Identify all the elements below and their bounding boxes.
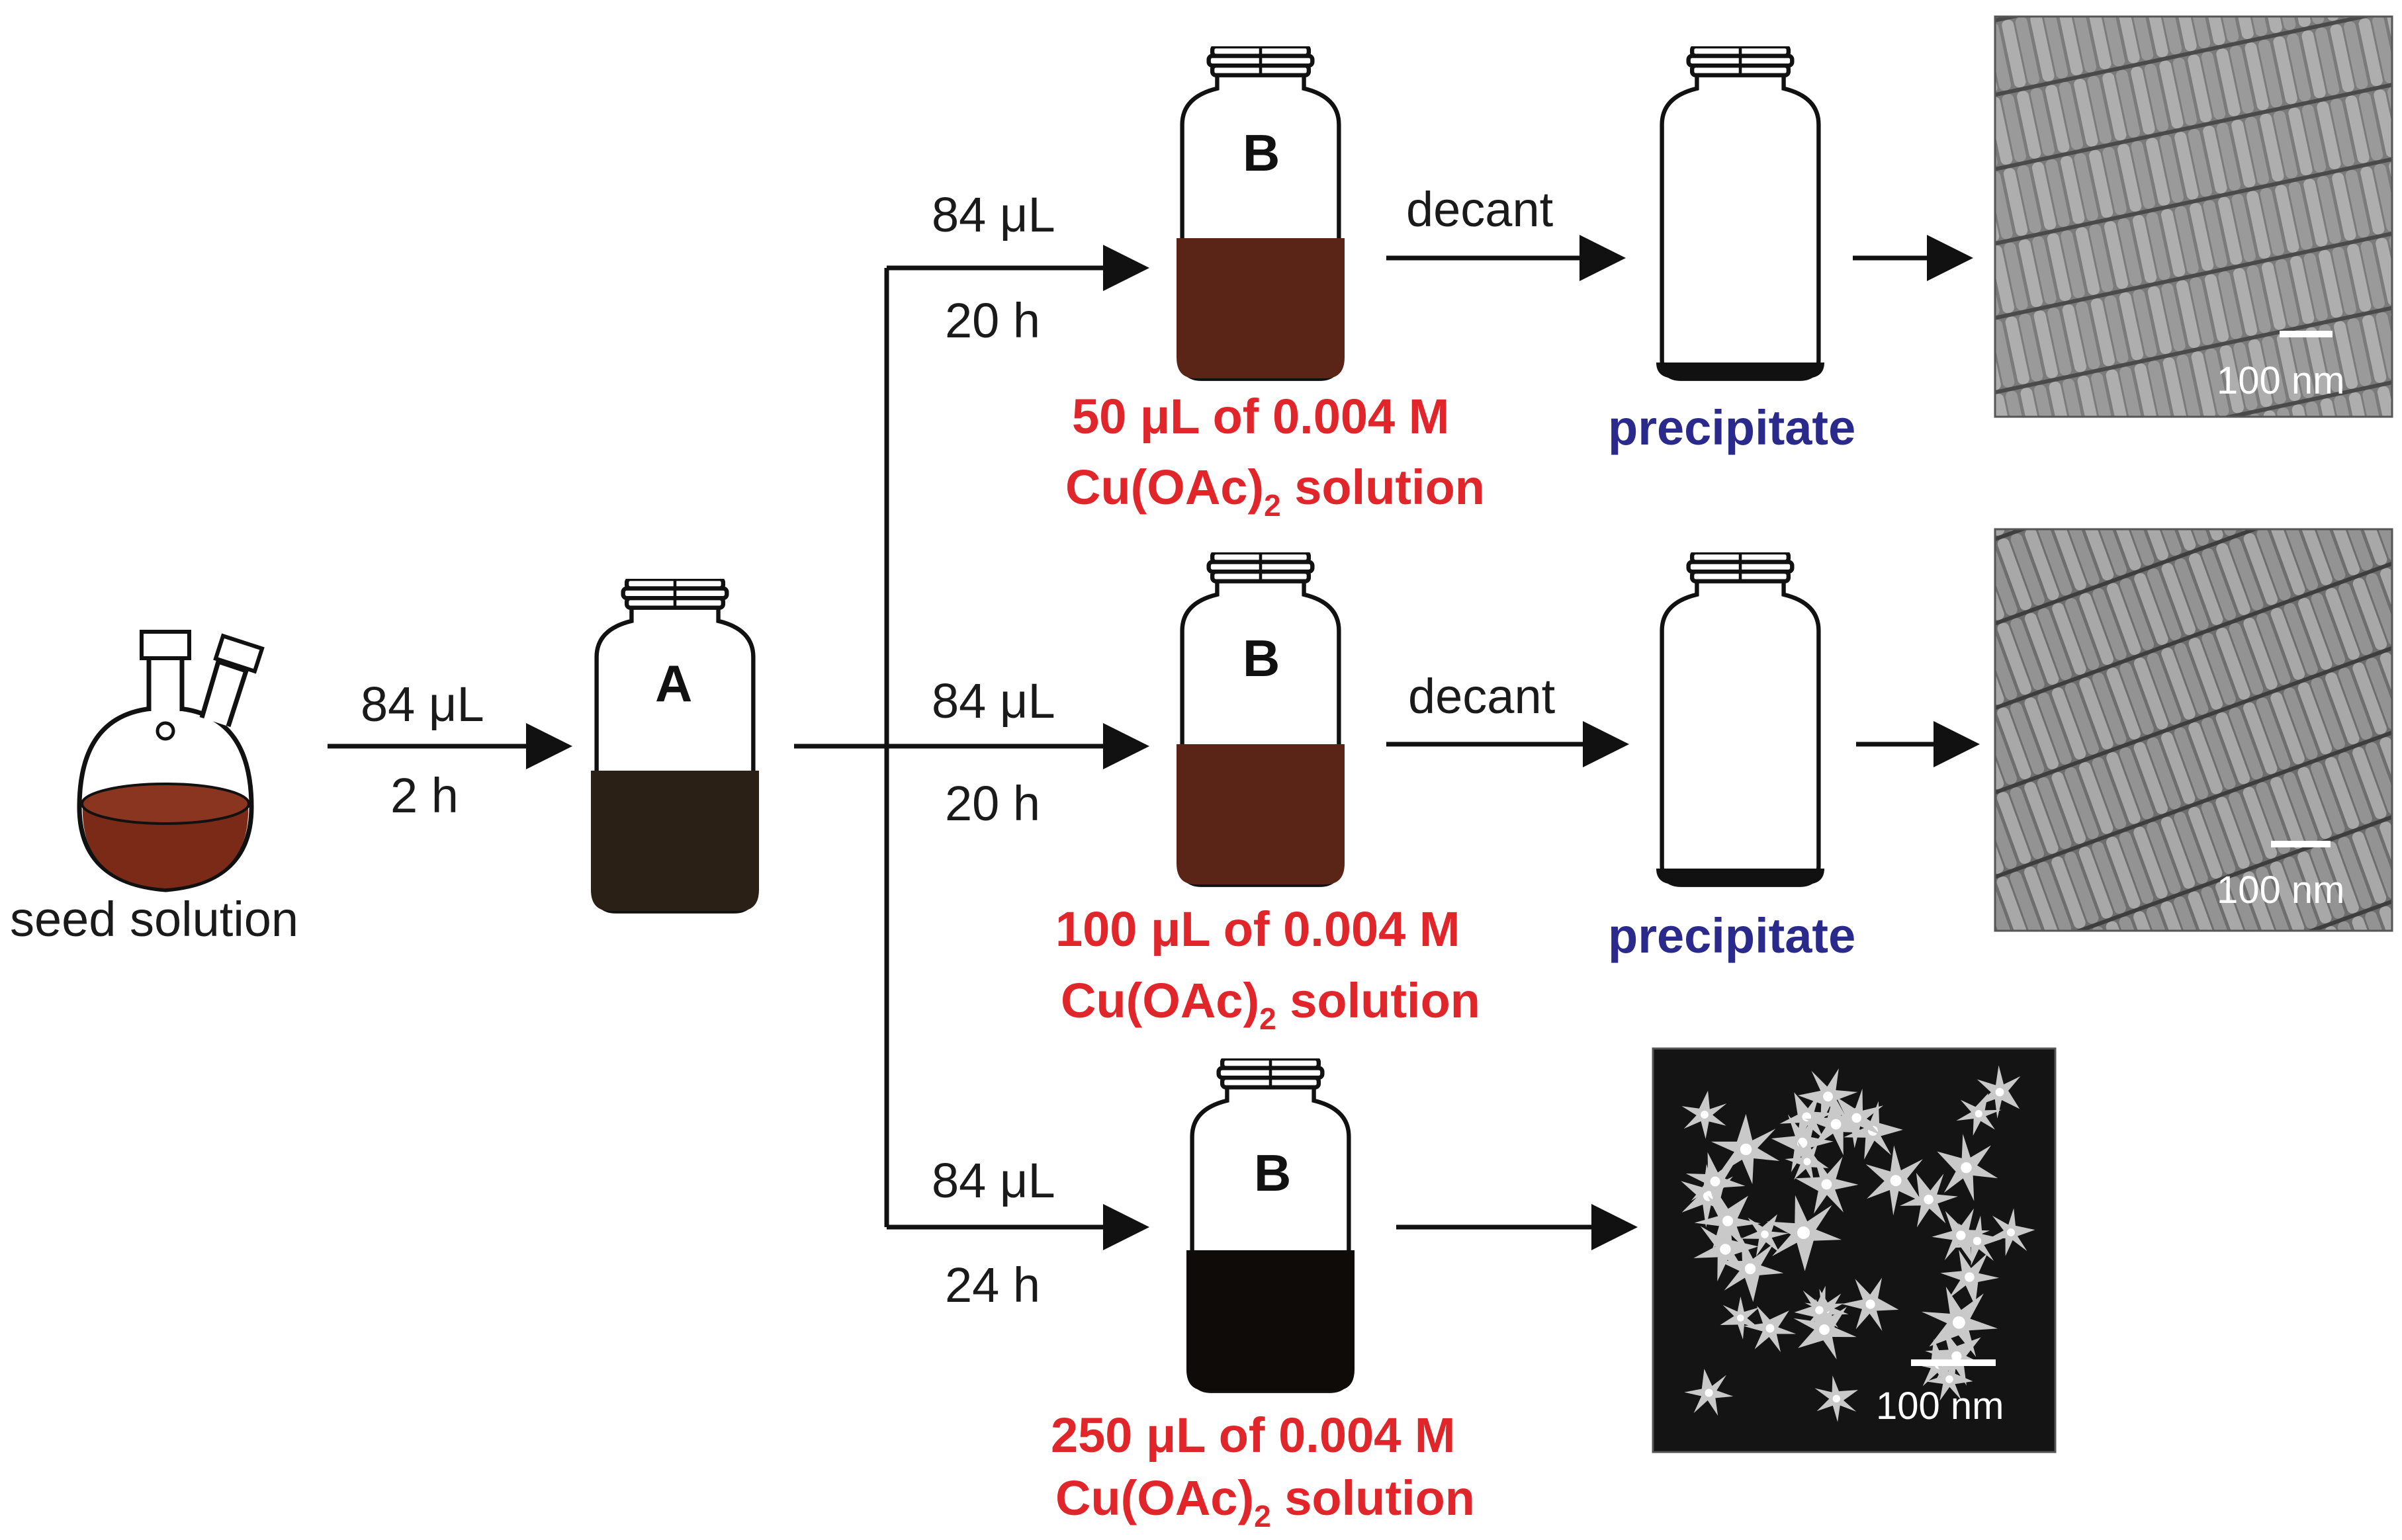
jar-b-3-label: B (1254, 1144, 1291, 1202)
jar-a (591, 579, 759, 912)
branch-3-time: 24 h (945, 1258, 1040, 1312)
branch-2-additive-line2: Cu(OAc)2 solution (1061, 973, 1480, 1036)
scale-bar-label-2: 100 nm (2217, 869, 2344, 912)
scale-bar-label-3: 100 nm (1876, 1385, 2004, 1428)
empty-jar-1 (1656, 46, 1824, 379)
empty-jar-2 (1656, 552, 1824, 885)
seed-solution-label: seed solution (10, 892, 298, 947)
branch-1-time: 20 h (945, 293, 1040, 348)
step-a-volume: 84 μL (361, 677, 484, 732)
decant-2-label: decant (1408, 669, 1556, 724)
branch-2-volume: 84 μL (932, 673, 1055, 728)
jar-b-1 (1177, 46, 1345, 379)
branch-2-additive-line1: 100 μL of 0.004 M (1055, 902, 1460, 957)
precipitate-2-label: precipitate (1608, 908, 1855, 963)
jar-a-label: A (655, 654, 692, 712)
precipitate-1-label: precipitate (1608, 400, 1855, 455)
branch-1-additive-line2: Cu(OAc)2 solution (1065, 460, 1485, 523)
jar-b-2-label: B (1243, 629, 1280, 687)
branch-3-additive-line2: Cu(OAc)2 solution (1055, 1471, 1475, 1533)
decant-1-label: decant (1406, 182, 1554, 237)
sem-image-3 (1652, 1047, 2057, 1453)
branch-1-additive-line1: 50 μL of 0.004 M (1072, 389, 1449, 444)
sem-image-1 (1994, 15, 2393, 418)
jar-b-2 (1177, 552, 1345, 885)
scale-bar-label-1: 100 nm (2217, 359, 2344, 402)
branch-3-additive-line1: 250 μL of 0.004 M (1051, 1408, 1456, 1463)
branch-1-volume: 84 μL (932, 187, 1055, 242)
seed-flask (77, 630, 265, 892)
step-a-time: 2 h (390, 768, 459, 823)
branch-2-time: 20 h (945, 776, 1040, 831)
jar-b-3 (1186, 1058, 1355, 1391)
sem-image-2 (1994, 528, 2393, 932)
branch-3-volume: 84 μL (932, 1153, 1055, 1208)
jar-b-1-label: B (1243, 124, 1280, 182)
